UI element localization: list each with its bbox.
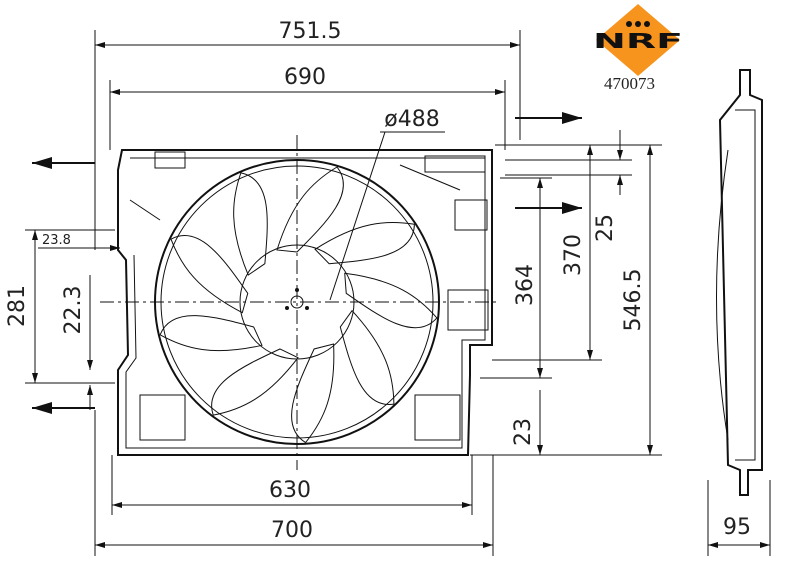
fan-blade bbox=[170, 234, 249, 314]
dim-offset-25: 25 bbox=[593, 214, 618, 242]
fan-blade bbox=[344, 272, 438, 329]
dim-height-364: 364 bbox=[513, 264, 538, 306]
dim-mount-width: 690 bbox=[284, 65, 326, 90]
dim-offset-22-3: 22.3 bbox=[61, 286, 86, 335]
airflow-arrows bbox=[32, 112, 582, 414]
fan-blade bbox=[339, 309, 395, 405]
dim-fan-diameter: ø488 bbox=[384, 107, 439, 132]
fan-blade bbox=[233, 172, 268, 276]
dim-left-height: 281 bbox=[5, 285, 30, 327]
fan bbox=[100, 135, 500, 470]
nrf-logo: NRF bbox=[593, 4, 683, 76]
fan-blades bbox=[159, 166, 438, 444]
dim-bottom-inner-width: 630 bbox=[269, 478, 311, 503]
fan-blade bbox=[276, 166, 344, 253]
dimension-lines bbox=[25, 30, 771, 556]
fan-blade bbox=[159, 315, 263, 352]
svg-text:NRF: NRF bbox=[593, 29, 683, 53]
fan-blade bbox=[314, 221, 415, 265]
part-number: 470073 bbox=[604, 74, 655, 93]
fan-blade bbox=[211, 348, 299, 416]
dim-offset-23-8: 23.8 bbox=[42, 233, 71, 248]
dim-bottom-width: 700 bbox=[271, 518, 313, 543]
fan-blade bbox=[291, 343, 335, 444]
side-view bbox=[716, 69, 763, 496]
dim-overall-width: 751.5 bbox=[279, 19, 342, 44]
dim-height-370: 370 bbox=[561, 234, 586, 276]
dim-overall-height: 546.5 bbox=[621, 269, 646, 332]
dim-offset-23: 23 bbox=[511, 418, 536, 446]
dim-depth: 95 bbox=[723, 515, 751, 540]
